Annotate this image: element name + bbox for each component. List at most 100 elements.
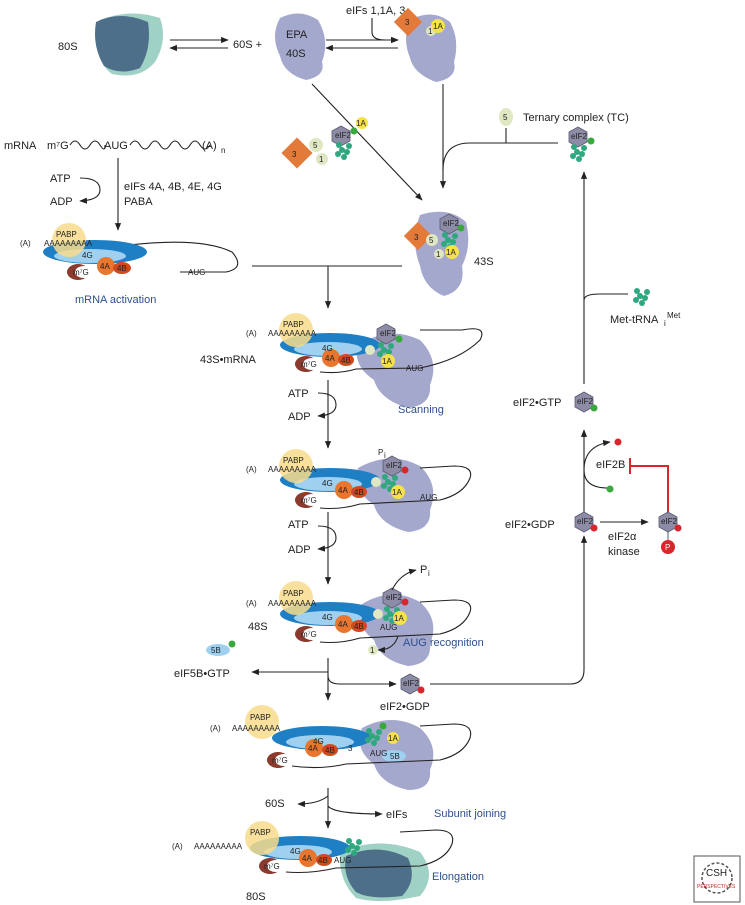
label-eif1-mfc: 1 <box>319 155 324 164</box>
label-atail-80s: AAAAAAAAA <box>194 842 243 851</box>
label-eif3-mfc: 3 <box>292 150 297 159</box>
label-eif5-mfc: 5 <box>313 141 318 150</box>
eif2-gtp-icon <box>574 391 598 413</box>
label-eif2-scan2: eIF2 <box>386 461 403 470</box>
label-pabp-scan2: PABP <box>283 456 304 465</box>
ribosome-80s-top <box>95 13 164 76</box>
label-atail-48s: AAAAAAAAA <box>268 599 317 608</box>
label-m7g-5b: m⁷G <box>272 756 288 765</box>
label-aug-act: AUG <box>188 268 205 277</box>
label-4g-80s: 4G <box>290 847 301 856</box>
label-4b-48s: 4B <box>354 622 364 631</box>
label-4g-48s: 4G <box>322 613 333 622</box>
label-pabp-act: PABP <box>56 230 77 239</box>
label-48s: 48S <box>248 621 268 633</box>
mrna-5utr <box>69 140 106 150</box>
label-adp-3: ADP <box>288 544 311 556</box>
label-atail-5b: AAAAAAAAA <box>232 724 281 733</box>
label-m7g-48s: m⁷G <box>301 630 317 639</box>
arrow-atp-adp-2 <box>317 392 337 419</box>
label-aug-scan2: AUG <box>420 493 437 502</box>
label-4b-43smrna: 4B <box>341 356 351 365</box>
label-eif2b: eIF2B <box>596 459 625 471</box>
complex-40s-eifs-top <box>393 7 457 82</box>
ternary-complex-icon <box>568 126 595 162</box>
label-eif2-48s: eIF2 <box>386 593 403 602</box>
label-1a-scan2: 1A <box>392 488 402 497</box>
label-pi-48s: P <box>420 564 427 576</box>
inhibition-line <box>630 465 669 514</box>
complex-80s-elongation <box>245 821 454 902</box>
arrow-eif1-release <box>377 635 399 654</box>
arrow-to-eif2gdp-right <box>430 535 588 685</box>
label-polya-act: (A) <box>20 239 31 248</box>
arrow-eifs-bind <box>371 18 399 44</box>
complex-43s-mrna <box>279 313 483 408</box>
eif2-gdp-center-dot <box>417 686 425 694</box>
label-atail-scan2: AAAAAAAAA <box>268 465 317 474</box>
arrow-gdp-out <box>583 440 611 471</box>
label-m7g-43smrna: m⁷G <box>301 360 317 369</box>
label-p-mark: P <box>665 543 670 552</box>
label-polya-n-mrna: n <box>221 146 225 155</box>
label-aug-mrna: AUG <box>104 140 128 152</box>
line-gtp-in <box>583 469 609 489</box>
label-atail-43smrna: AAAAAAAAA <box>268 329 317 338</box>
label-met-trna: Met-tRNA <box>610 314 659 326</box>
label-polya-43smrna: (A) <box>246 329 257 338</box>
label-atp-2: ATP <box>288 388 309 400</box>
label-pabp-80s: PABP <box>250 828 271 837</box>
label-40s: 40S <box>286 48 306 60</box>
label-4a-5b: 4A <box>308 744 318 753</box>
label-m7g-act: m⁷G <box>73 268 89 277</box>
eif5b-icon <box>206 644 230 656</box>
label-43s-mrna: 43S•mRNA <box>200 354 256 366</box>
label-subunit-joining: Subunit joining <box>434 808 506 820</box>
label-60s-join: 60S <box>265 798 285 810</box>
label-80s-top: 80S <box>58 41 78 53</box>
eif5b-gtp-dot <box>228 640 236 648</box>
label-4g-43smrna: 4G <box>322 344 333 353</box>
label-polya-48s: (A) <box>246 599 257 608</box>
label-polya-mrna: (A) <box>202 140 217 152</box>
multifactor-complex <box>281 117 368 169</box>
label-4a-80s: 4A <box>302 854 312 863</box>
label-polya-5b: (A) <box>210 724 221 733</box>
label-eif1a-43s: 1A <box>446 248 456 257</box>
label-4a-48s: 4A <box>338 620 348 629</box>
label-4a-scan2: 4A <box>338 486 348 495</box>
label-eif2-43s: eIF2 <box>443 219 460 228</box>
arrow-40s-diagonal <box>311 83 423 201</box>
csh-perspectives-logo <box>693 855 741 903</box>
label-eif2-mfc: eIF2 <box>335 131 352 140</box>
label-pi-sub-scan2: i <box>384 451 386 460</box>
label-1a-48s: 1A <box>394 614 404 623</box>
label-adp-1: ADP <box>50 196 73 208</box>
complex-scanning-2 <box>279 449 472 532</box>
label-eif5-tc: 5 <box>503 113 508 122</box>
label-eif2-phospho-icon: eIF2 <box>661 517 678 526</box>
arrow-eifs-release <box>327 805 383 818</box>
label-4g-5b: 4G <box>313 737 324 746</box>
label-pabp-43smrna: PABP <box>283 320 304 329</box>
label-eif1-released: 1 <box>370 646 375 655</box>
label-eif3-43s: 3 <box>414 233 419 242</box>
label-eif1-top: 1 <box>428 27 433 36</box>
label-eif2gdp-right: eIF2•GDP <box>505 519 555 531</box>
label-eif2-43smrna: eIF2 <box>380 329 397 338</box>
label-m7g-scan2: m⁷G <box>301 496 317 505</box>
label-atp-3: ATP <box>288 519 309 531</box>
label-m7g-80s: m⁷G <box>264 862 280 871</box>
label-csh: CSH <box>706 868 727 879</box>
label-paba: PABA <box>124 196 153 208</box>
label-4b-5b: 4B <box>325 746 335 755</box>
label-ternary-complex: Ternary complex (TC) <box>523 112 629 124</box>
arrow-60s-join <box>297 795 329 808</box>
label-eifs-1-1a-3: eIFs 1,1A, 3 <box>346 5 405 17</box>
arrow-pi-release <box>391 568 417 591</box>
ribosome-40s-top <box>275 13 326 81</box>
label-eifs-4: eIFs 4A, 4B, 4E, 4G <box>124 181 222 193</box>
label-pabp-48s: PABP <box>283 589 304 598</box>
label-aug-80s: AUG <box>334 856 351 865</box>
label-aug-recognition: AUG recognition <box>403 637 484 649</box>
